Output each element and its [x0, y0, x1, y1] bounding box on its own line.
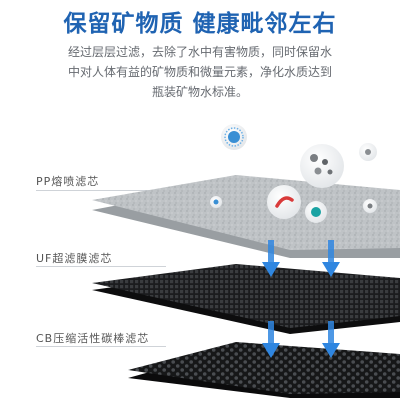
uf-layer-label: UF超滤膜滤芯 — [36, 252, 113, 265]
rust-icon — [275, 196, 294, 208]
down-arrow-icon — [262, 321, 280, 358]
down-arrow-icon — [262, 240, 280, 277]
water-flow-arrows — [262, 240, 340, 358]
pp-filter-layer — [92, 175, 400, 258]
headline: 保留矿物质 健康毗邻左右 — [63, 11, 337, 37]
uf-filter-layer — [92, 264, 400, 334]
pp-guide-line — [36, 190, 166, 191]
description-line: 经过层层过滤，去除了水中有害物质，同时保留水 — [67, 45, 332, 59]
sediment-icon — [310, 154, 318, 162]
uf-guide-line — [36, 266, 166, 267]
cb-layer-surface — [128, 342, 400, 394]
bacteria-icon — [228, 131, 240, 143]
cb-filter-layer — [128, 342, 400, 398]
down-arrow-icon — [322, 240, 340, 277]
description-line: 瓶装矿物水标准。 — [151, 85, 248, 99]
down-arrow-icon — [322, 321, 340, 358]
uf-layer-surface — [92, 264, 400, 328]
pp-layer-surface — [92, 175, 400, 250]
microbe-icon — [311, 207, 321, 217]
pp-layer-label: PP熔喷滤芯 — [36, 175, 100, 188]
description-line: 中对人体有益的矿物质和微量元素，净化水质达到 — [67, 65, 332, 79]
contaminant-bubbles — [210, 124, 377, 223]
rust-bubble — [267, 185, 301, 219]
sediment-bubble — [300, 144, 344, 188]
cb-guide-line — [36, 346, 166, 347]
cb-layer-label: CB压缩活性碳棒滤芯 — [36, 332, 150, 345]
description: 经过层层过滤，去除了水中有害物质，同时保留水 中对人体有益的矿物质和微量元素，净… — [20, 42, 380, 102]
